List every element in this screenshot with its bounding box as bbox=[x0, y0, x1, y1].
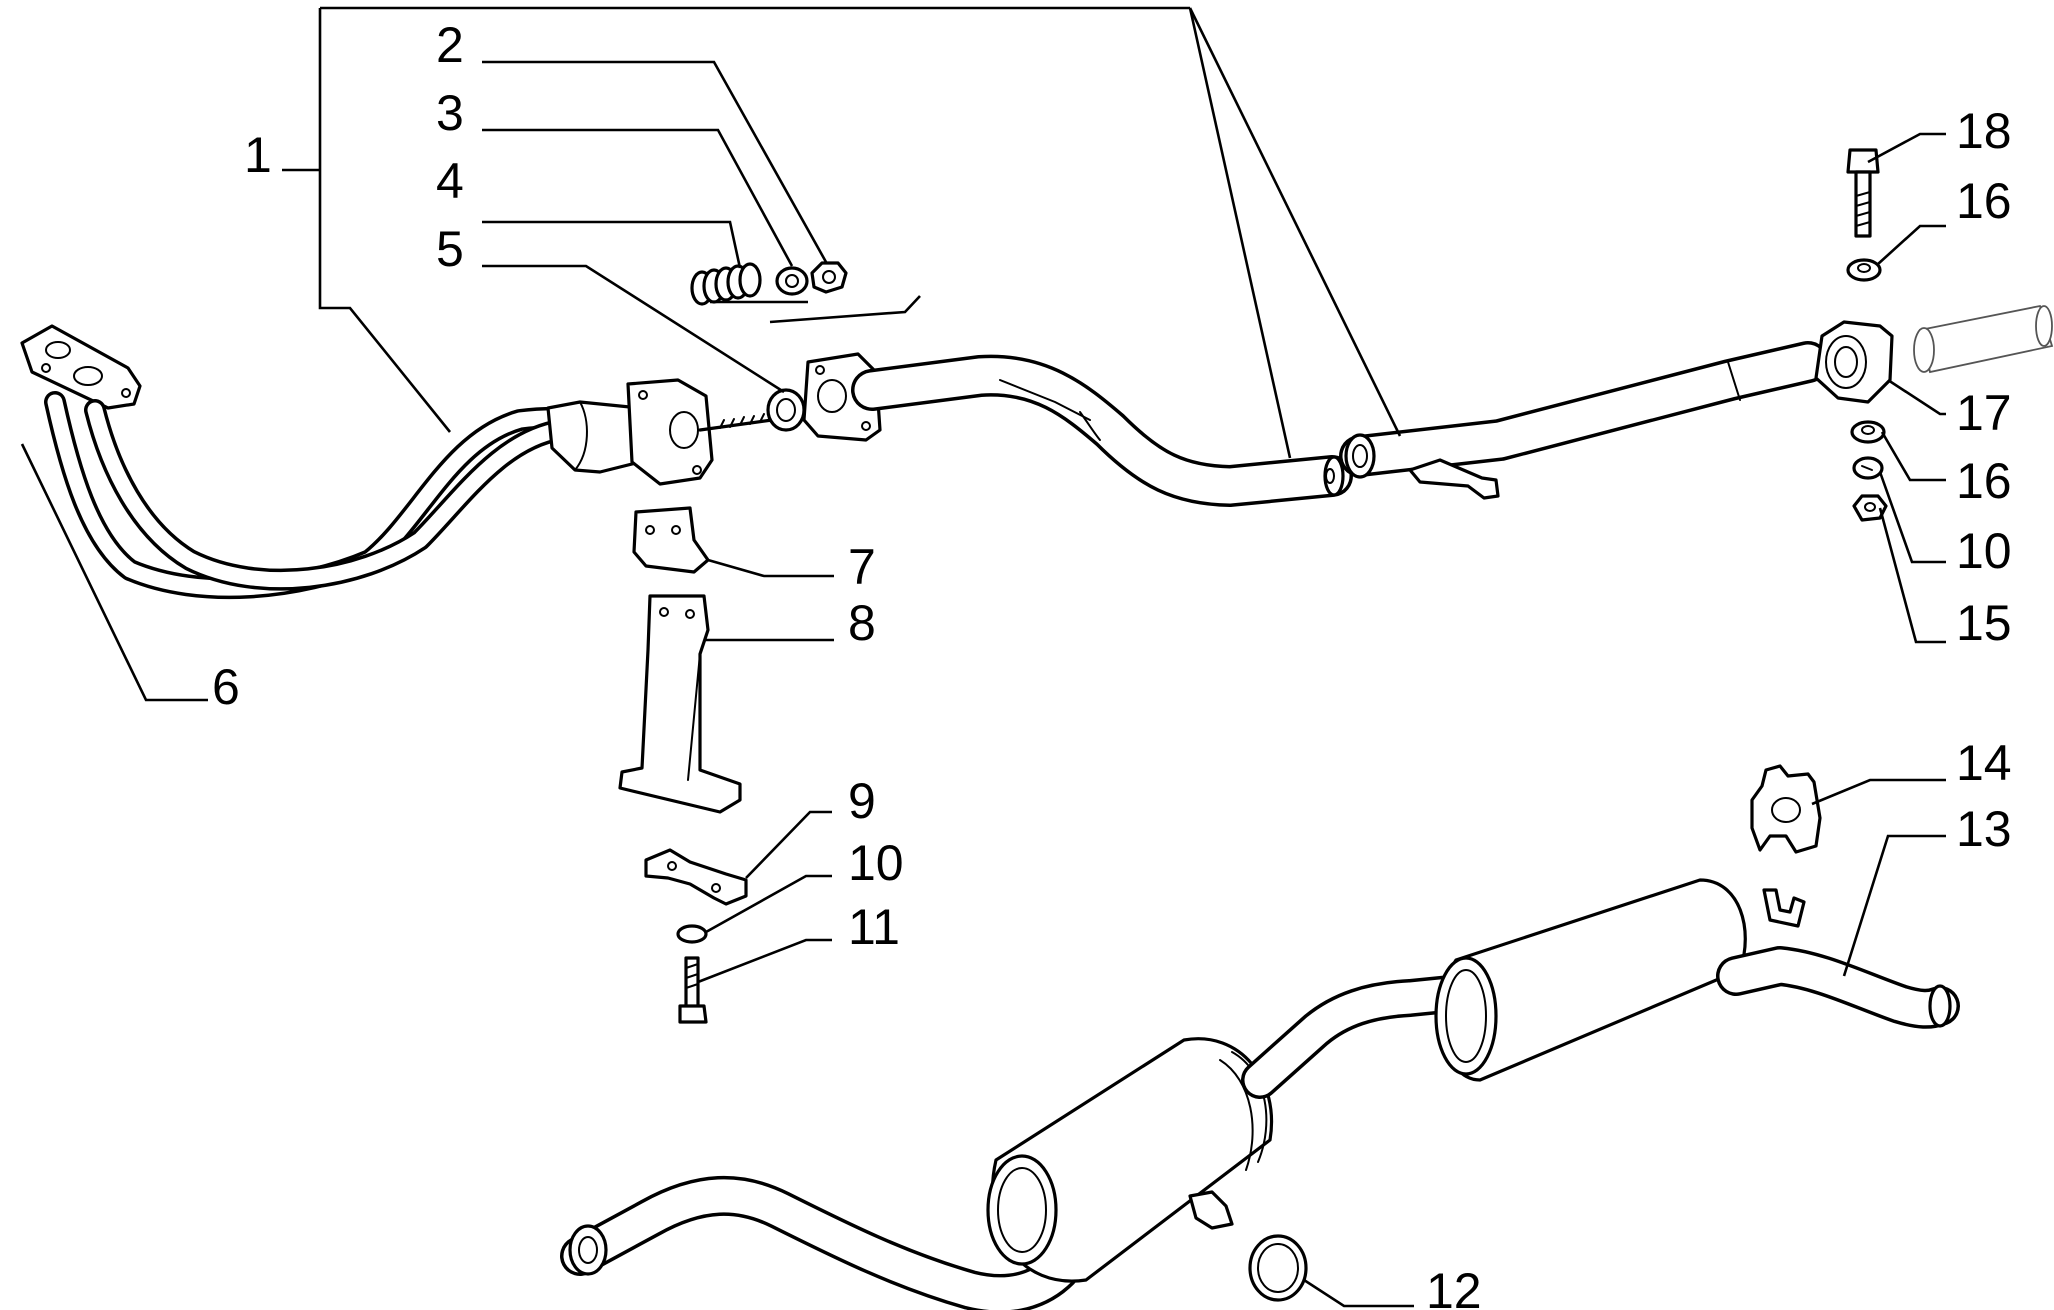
rear-pipe bbox=[1339, 304, 2054, 500]
callout-14: 14 bbox=[1956, 735, 2012, 791]
callout-7: 7 bbox=[848, 539, 876, 595]
gasket-ring bbox=[1248, 1234, 1308, 1302]
support-bracket bbox=[618, 594, 742, 814]
strap-clamp bbox=[644, 848, 748, 906]
callout-17: 17 bbox=[1956, 385, 2012, 441]
callout-numbers: 1 2 3 4 5 6 7 8 9 10 11 12 13 14 15 10 1… bbox=[212, 17, 2012, 1310]
washer bbox=[1846, 258, 1882, 282]
callout-11: 11 bbox=[848, 899, 900, 955]
front-downpipe bbox=[20, 324, 774, 600]
callout-13: 13 bbox=[1956, 801, 2012, 857]
centre-pipe bbox=[802, 352, 1353, 507]
callout-1: 1 bbox=[244, 127, 272, 183]
pipe-clamp bbox=[1814, 320, 1894, 404]
spring bbox=[690, 262, 762, 306]
washer bbox=[1850, 420, 1886, 444]
leader-lines bbox=[20, 6, 1946, 1308]
washer bbox=[676, 924, 708, 944]
clamp-hardware bbox=[1846, 148, 1888, 522]
flange-hardware bbox=[690, 261, 921, 432]
callout-3: 3 bbox=[436, 85, 464, 141]
seal-ring bbox=[766, 388, 806, 432]
bracket-plate bbox=[632, 506, 710, 574]
callout-8: 8 bbox=[848, 595, 876, 651]
rear-muffler-assembly bbox=[560, 878, 1960, 1310]
nut bbox=[810, 261, 848, 294]
callout-2: 2 bbox=[436, 17, 464, 73]
bolt bbox=[678, 956, 708, 1024]
callout-10b: 10 bbox=[1956, 523, 2012, 579]
callout-12: 12 bbox=[1426, 1263, 1482, 1310]
callout-16a: 16 bbox=[1956, 173, 2012, 229]
support-brackets bbox=[618, 506, 748, 1024]
callout-4: 4 bbox=[436, 153, 464, 209]
callout-6: 6 bbox=[212, 659, 240, 715]
nut bbox=[1852, 494, 1888, 522]
callout-18: 18 bbox=[1956, 103, 2012, 159]
bolt bbox=[1846, 148, 1880, 238]
callout-5: 5 bbox=[436, 221, 464, 277]
callout-9: 9 bbox=[848, 773, 876, 829]
callout-10a: 10 bbox=[848, 835, 904, 891]
callout-16b: 16 bbox=[1956, 453, 2012, 509]
callout-15: 15 bbox=[1956, 595, 2012, 651]
washer bbox=[775, 266, 809, 296]
rubber-mount bbox=[1750, 764, 1822, 854]
